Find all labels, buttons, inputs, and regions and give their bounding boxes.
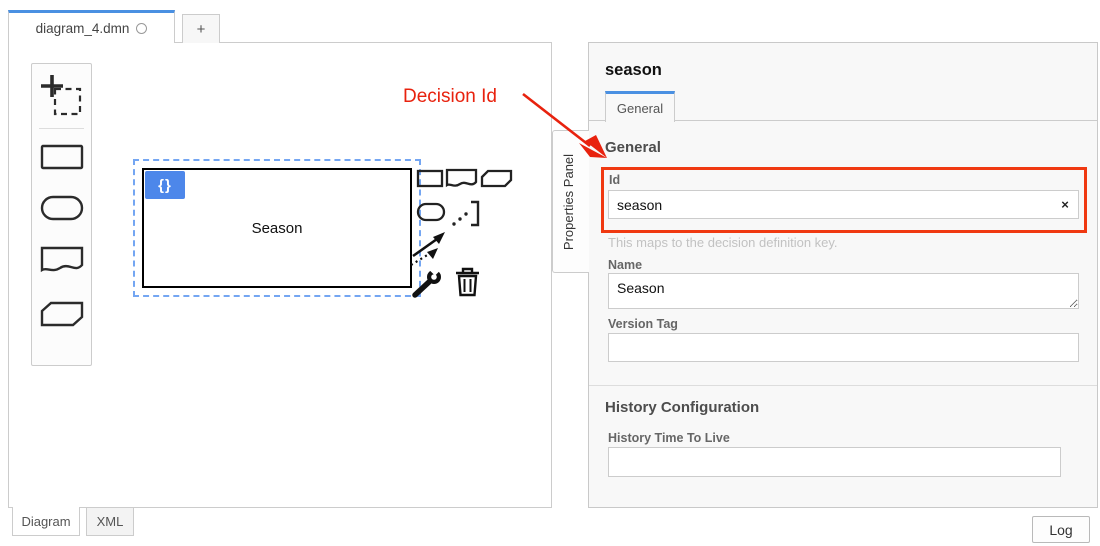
group-heading-history: History Configuration [605,399,760,416]
properties-panel-toggle-label: Properties Panel [561,153,576,250]
id-field-label: Id [609,173,621,187]
create-knowledge-source-icon[interactable] [39,245,85,277]
name-field-label: Name [608,258,643,272]
decision-label: Season [251,219,303,237]
selection-outline [133,159,421,297]
properties-panel-toggle[interactable]: Properties Panel [552,130,589,273]
connect-tool-icon[interactable] [409,229,451,267]
palette-separator [39,128,84,129]
append-business-knowledge-model-icon[interactable] [480,169,513,188]
append-knowledge-source-icon[interactable] [445,168,478,190]
file-tab-label: diagram_4.dmn [35,20,130,36]
id-input[interactable] [609,196,1052,213]
expression-badge-icon[interactable]: {} [145,171,185,199]
trash-icon[interactable] [453,266,482,297]
log-button[interactable]: Log [1032,516,1090,543]
file-tab-diagram-4[interactable]: diagram_4.dmn [8,10,175,43]
history-ttl-input[interactable] [608,447,1061,477]
wrench-icon[interactable] [411,268,443,298]
create-input-data-icon[interactable] [39,194,85,222]
group-heading-general: General [605,139,661,156]
tab-xml[interactable]: XML [86,508,134,536]
tab-general[interactable]: General [605,91,675,122]
plus-icon: + [196,20,206,38]
append-text-annotation-icon[interactable] [450,198,486,228]
tab-diagram[interactable]: Diagram [12,508,80,536]
append-input-data-icon[interactable] [416,202,446,222]
id-help-text: This maps to the decision definition key… [608,235,838,250]
clear-icon[interactable]: × [1061,197,1069,212]
unsaved-indicator-icon [136,22,148,34]
history-ttl-label: History Time To Live [608,431,730,445]
create-business-knowledge-model-icon[interactable] [39,300,85,328]
selected-element-title: season [605,61,662,79]
new-tab-button[interactable]: + [182,14,220,43]
properties-panel: season General General Id × This maps to… [588,42,1098,508]
version-tag-label: Version Tag [608,317,678,331]
create-decision-icon[interactable] [39,143,85,171]
decision-season[interactable]: Season [142,168,412,288]
version-tag-input[interactable] [608,333,1079,362]
annotation-decision-id: Decision Id [403,86,497,107]
properties-tabbar: General [589,91,1097,122]
palette [31,63,92,366]
diagram-canvas[interactable]: Season {} [8,42,552,508]
active-tab-connector [13,507,79,508]
append-decision-icon[interactable] [416,169,444,188]
id-input-wrap: × [608,190,1079,219]
name-textarea[interactable]: Season [608,273,1079,309]
group-separator [589,385,1097,386]
lasso-tool-icon[interactable] [40,73,83,117]
